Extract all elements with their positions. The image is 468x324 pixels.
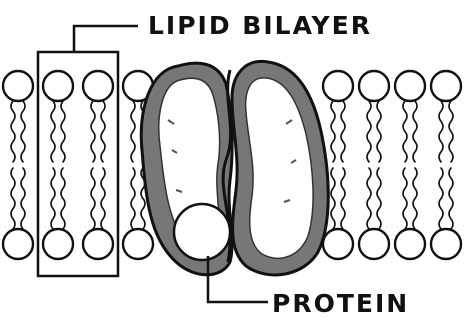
protein-domain-circle [174,204,230,260]
phospholipid-head-bottom [431,229,461,259]
lipid-tail [331,168,335,229]
lipid-tail [131,101,135,162]
lipid-tail [341,168,345,229]
lipid-tail [439,101,443,162]
lipid-tail [377,101,381,162]
lipid-tail [367,101,371,162]
lipid-tail [439,168,443,229]
lipid-tail [331,101,335,162]
lipid-bilayer-leader-line [74,26,138,52]
phospholipid-head-bottom [83,229,113,259]
protein-label: PROTEIN [272,289,409,318]
lipid-tail [21,101,25,162]
lipid-tail [51,168,55,229]
lipid-tail [449,168,453,229]
phospholipid-head-bottom [359,229,389,259]
lipid-tail [11,168,15,229]
lipid-tail [101,101,105,162]
phospholipid-head-bottom [323,229,353,259]
lipid-tail [61,168,65,229]
phospholipid-head-top [359,71,389,101]
lipid-tail [61,101,65,162]
membrane-protein [141,61,328,275]
lipid-tail [91,168,95,229]
phospholipid-head-top [83,71,113,101]
phospholipid-head-top [3,71,33,101]
phospholipid-head-top [395,71,425,101]
lipid-tail [413,101,417,162]
lipid-tail [11,101,15,162]
lipid-tail [403,168,407,229]
phospholipid-head-bottom [3,229,33,259]
lipid-tail [341,101,345,162]
phospholipid-head-bottom [43,229,73,259]
lipid-tail [21,168,25,229]
phospholipid-head-bottom [123,229,153,259]
phospholipid-head-top [431,71,461,101]
lipid-tail [91,101,95,162]
lipid-tail [377,168,381,229]
lipid-tail [101,168,105,229]
lipid-bilayer-label: LIPID BILAYER [148,11,372,40]
lipid-tail [413,168,417,229]
lipid-tail [367,168,371,229]
phospholipid-head-top [323,71,353,101]
phospholipid-head-top [43,71,73,101]
lipid-tail [449,101,453,162]
lipid-tail [403,101,407,162]
lipid-tail [51,101,55,162]
phospholipid-head-bottom [395,229,425,259]
lipid-tail [131,168,135,229]
